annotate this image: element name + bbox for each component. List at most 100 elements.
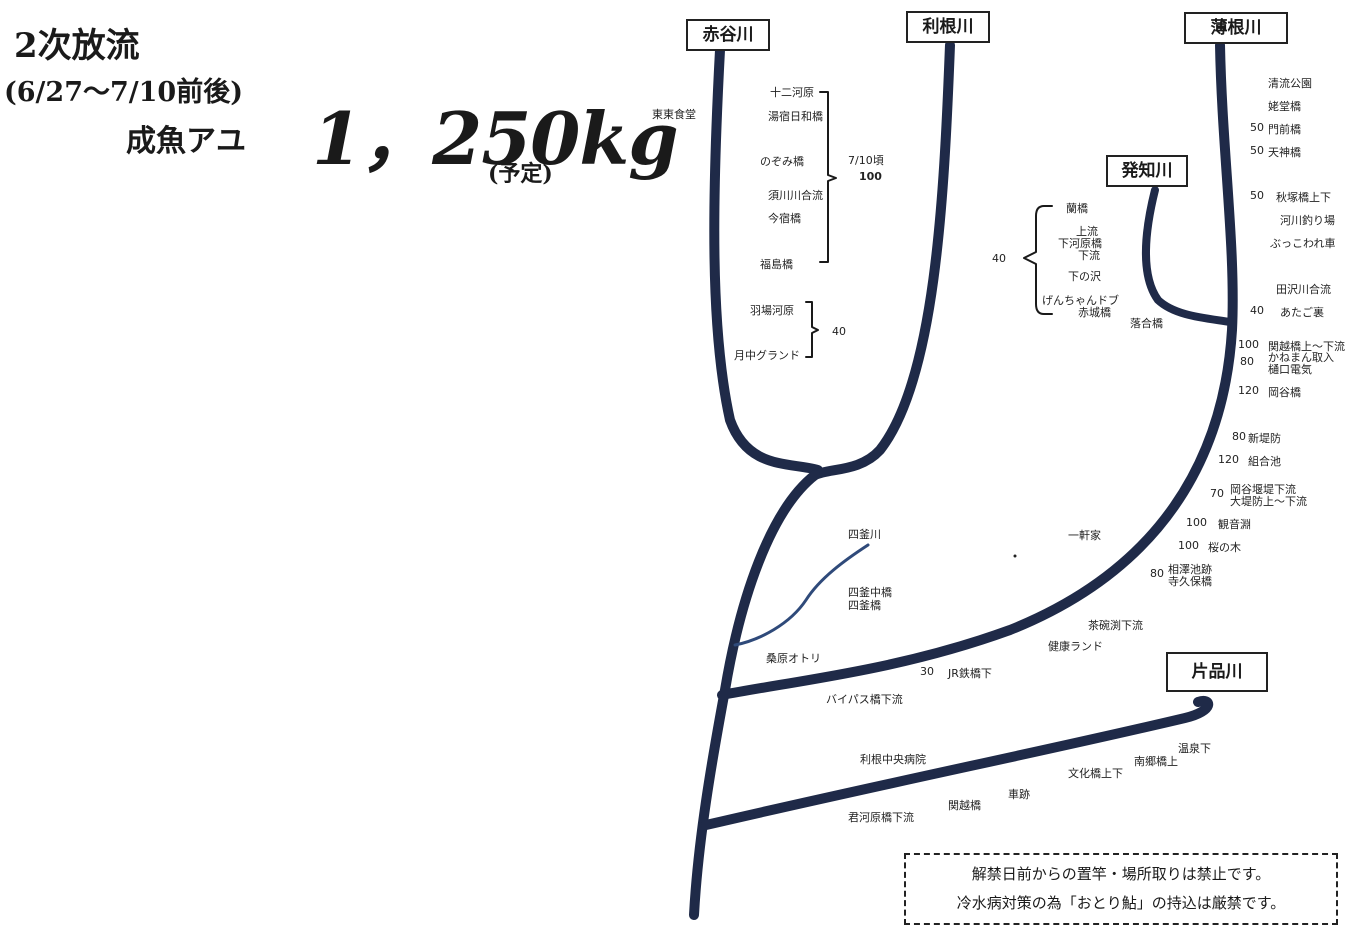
place-label: 大堤防上～下流 [1230, 495, 1307, 508]
place-label: 桑原オトリ [766, 652, 821, 665]
place-label: 赤城橋 [1078, 306, 1111, 319]
place-label: 関越橋上～下流 [1268, 340, 1345, 353]
place-label: 清流公園 [1268, 77, 1312, 90]
place-label: かねまん取入 [1268, 351, 1334, 364]
place-label: 下の沢 [1068, 270, 1101, 283]
place-label: 関越橋 [948, 799, 981, 812]
tone-mid-bracket [805, 301, 819, 358]
hocchi-river-line [1142, 186, 1234, 326]
planned-note: (予定) [488, 161, 553, 187]
place-label: 姥堂橋 [1268, 100, 1301, 113]
release-amount-label: 40 [832, 325, 846, 338]
place-label: 岡谷堰堤下流 [1230, 483, 1296, 496]
place-label: 下流 [1078, 249, 1100, 262]
place-label: ぶっこわれ車 [1270, 237, 1336, 250]
release-amount-label: 30 [920, 665, 934, 678]
place-label: 桜の木 [1208, 541, 1241, 554]
release-amount-label: 70 [1210, 487, 1224, 500]
date-note: 7/10頃 [848, 154, 884, 167]
place-label: 文化橋上下 [1068, 767, 1123, 780]
notice-line: 冷水病対策の為「おとり鮎」の持込は厳禁です。 [956, 894, 1286, 912]
place-label: 健康ランド [1048, 640, 1103, 653]
place-label: 東東食堂 [652, 108, 696, 121]
release-amount-label: 120 [1218, 453, 1239, 466]
release-amount-label: 80 [1232, 430, 1246, 443]
release-amount: 1，250kg [312, 96, 679, 181]
place-label: 一軒家 [1068, 529, 1101, 542]
river-box-katashina: 片品川 [1166, 652, 1268, 692]
river-box-akaya: 赤谷川 [686, 19, 770, 51]
place-label: 寺久保橋 [1168, 575, 1212, 588]
release-amount-label: 50 [1250, 189, 1264, 202]
place-label: 下河原橋 [1058, 237, 1102, 250]
release-period: (6/27～7/10前後) [4, 77, 243, 108]
release-amount-label: 100 [1178, 539, 1199, 552]
place-label: 須川川合流 [768, 189, 823, 202]
place-label: 南郷橋上 [1134, 755, 1178, 768]
place-label: バイパス橋下流 [826, 693, 903, 706]
place-label: 蘭橋 [1066, 202, 1088, 215]
place-label: 門前橋 [1268, 123, 1301, 136]
place-label: 湯宿日和橋 [768, 110, 823, 123]
release-amount-label: 50 [1250, 144, 1264, 157]
release-amount-label: 80 [1150, 567, 1164, 580]
place-label: JR鉄橋下 [948, 667, 992, 680]
place-label: 十二河原 [770, 86, 814, 99]
place-label: 天神橋 [1268, 146, 1301, 159]
place-label: 温泉下 [1178, 742, 1211, 755]
shikama-river-line [733, 543, 870, 647]
place-label: 四釜中橋 [848, 586, 892, 599]
place-label: 君河原橋下流 [848, 811, 914, 824]
river-name-usune: 薄根川 [1210, 18, 1262, 38]
fish-species: 成魚アユ [126, 124, 246, 159]
notice-line: 解禁日前からの置竿・場所取りは禁止です。 [971, 865, 1271, 883]
place-label: 相澤池跡 [1168, 563, 1212, 576]
place-label: 月中グランド [734, 349, 800, 362]
release-amount-label: 100 [1238, 338, 1259, 351]
place-label: 車跡 [1008, 788, 1030, 801]
release-amount-label: 80 [1240, 355, 1254, 368]
river-name-katashina: 片品川 [1191, 662, 1243, 682]
place-label: 岡谷橋 [1268, 386, 1301, 399]
notice-box: 解禁日前からの置竿・場所取りは禁止です。 冷水病対策の為「おとり鮎」の持込は厳禁… [904, 853, 1338, 925]
release-amount-label: 120 [1238, 384, 1259, 397]
usune-left-bracket [1023, 205, 1053, 315]
release-amount-label: 100 [859, 170, 882, 183]
katashina-river-line [701, 696, 1213, 830]
place-label: 田沢川合流 [1276, 283, 1331, 296]
river-name-akaya: 赤谷川 [702, 25, 754, 45]
river-box-usune: 薄根川 [1184, 12, 1288, 44]
river-box-hocchi: 発知川 [1106, 155, 1188, 187]
place-label: 茶碗渕下流 [1088, 619, 1143, 632]
place-label: げんちゃんドブ [1042, 294, 1119, 307]
tone-upper-bracket [819, 91, 837, 263]
place-label: 秋塚橋上下 [1276, 191, 1331, 204]
place-label: のぞみ橋 [760, 155, 804, 168]
place-label: 落合橋 [1130, 317, 1163, 330]
river-name-hocchi: 発知川 [1121, 161, 1173, 181]
place-label: 今宿橋 [768, 212, 801, 225]
page-title: 2次放流 [14, 26, 140, 66]
place-label: 新堤防 [1248, 432, 1281, 445]
place-label: 利根中央病院 [860, 753, 926, 766]
akaya-river-line [709, 45, 823, 475]
release-amount-label: 50 [1250, 121, 1264, 134]
place-label: 上流 [1076, 225, 1098, 238]
release-amount-label: 40 [992, 252, 1006, 265]
place-label: 組合池 [1248, 455, 1281, 468]
place-label: 河川釣り場 [1280, 214, 1335, 227]
tone-river-main-line [689, 470, 820, 920]
river-name-shikama: 四釜川 [848, 528, 881, 541]
river-box-tone: 利根川 [906, 11, 990, 43]
release-amount-label: 40 [1250, 304, 1264, 317]
place-label: 四釜橋 [848, 599, 881, 612]
tone-river-upper-line [810, 40, 955, 480]
place-label: 羽場河原 [750, 304, 794, 317]
place-label: あたご裏 [1280, 306, 1324, 319]
place-label: 観音淵 [1218, 518, 1251, 531]
usune-river-line [717, 40, 1238, 700]
release-amount-label: 100 [1186, 516, 1207, 529]
place-label: 樋口電気 [1268, 363, 1312, 376]
place-label: 福島橋 [760, 258, 793, 271]
